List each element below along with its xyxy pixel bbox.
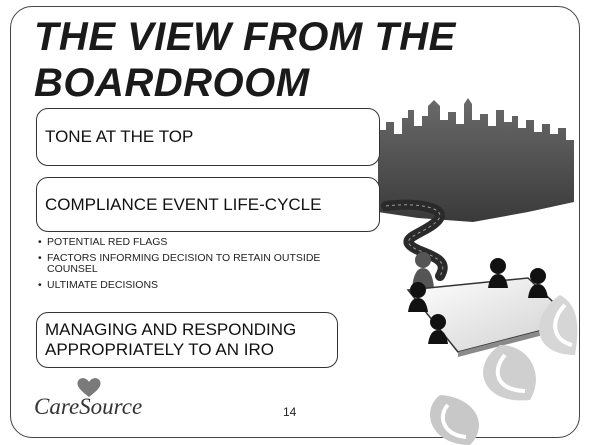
lifecycle-bullet-list: POTENTIAL RED FLAGS FACTORS INFORMING DE… — [38, 236, 338, 295]
slide-frame — [10, 6, 580, 438]
compliance-event-lifecycle-box: COMPLIANCE EVENT LIFE-CYCLE — [36, 177, 380, 232]
bullet-item: POTENTIAL RED FLAGS — [38, 236, 338, 249]
managing-iro-box: MANAGING AND RESPONDING APPROPRIATELY TO… — [36, 312, 338, 368]
decorative-swirl — [430, 295, 578, 445]
tone-at-the-top-box: TONE AT THE TOP — [36, 108, 380, 166]
city-skyline — [378, 98, 574, 222]
standing-figure-head — [415, 252, 431, 268]
heart-icon — [77, 378, 101, 397]
slide-title-line-2: BOARDROOM — [34, 61, 310, 105]
pawn-figures — [408, 258, 548, 344]
slide-title: THE VIEW FROM THE BOARDROOM — [34, 14, 456, 106]
bullet-item: FACTORS INFORMING DECISION TO RETAIN OUT… — [38, 252, 338, 276]
bullet-item: ULTIMATE DECISIONS — [38, 279, 338, 292]
page-number: 14 — [283, 405, 297, 419]
caresource-logo: CareSource — [34, 376, 204, 426]
logo-text: CareSource — [34, 394, 143, 419]
slide-title-line-1: THE VIEW FROM THE — [34, 15, 456, 59]
